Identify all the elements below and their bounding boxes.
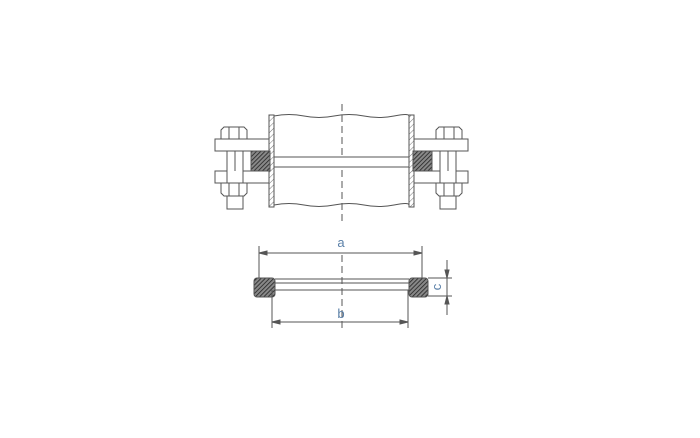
pipe-assembly — [214, 104, 469, 222]
pipe-top-break — [273, 114, 410, 118]
dimension-label-c: c — [429, 283, 444, 290]
hex-nut-left-top-icon — [220, 126, 248, 140]
gasket-band — [273, 156, 410, 168]
seal-left — [250, 150, 271, 172]
gasket-ring — [275, 278, 409, 291]
hex-nut-right-top-icon — [435, 126, 463, 140]
seal-right — [412, 150, 433, 172]
dimension-label-a: a — [337, 235, 345, 250]
dimension-label-b: b — [337, 306, 344, 321]
gasket-detail — [253, 246, 452, 330]
flange-plate-right-upper — [413, 138, 469, 152]
gasket-right-section — [408, 277, 429, 298]
hex-nut-left-bottom-icon — [220, 182, 248, 197]
gasket-left-section — [253, 277, 276, 298]
hex-nut-right-bottom-icon — [435, 182, 463, 197]
pipe-bottom-break — [273, 203, 410, 207]
flange-plate-left-upper — [214, 138, 270, 152]
